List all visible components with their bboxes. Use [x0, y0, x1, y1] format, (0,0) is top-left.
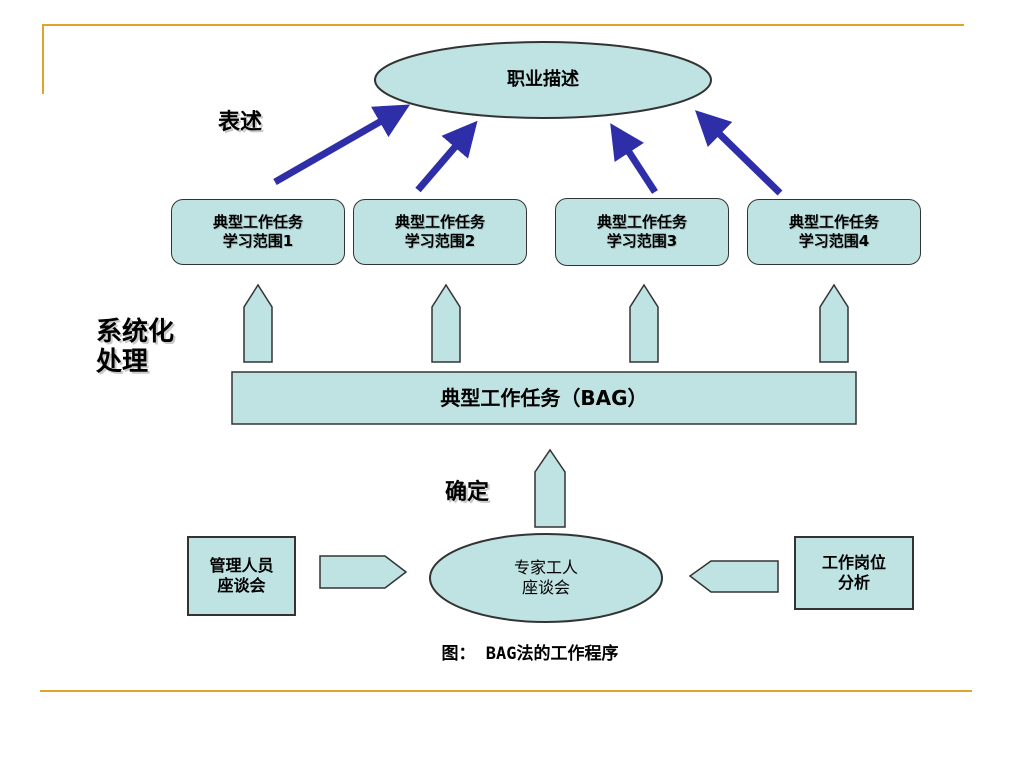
- systematize-label: 系统化 处理: [96, 317, 175, 377]
- left-pointing-arrow: [688, 560, 779, 593]
- up-arrow-2: [431, 283, 461, 363]
- figure-caption: 图： BAG法的工作程序: [441, 644, 619, 665]
- up-arrow-3: [629, 283, 659, 363]
- determine-label: 确定: [445, 480, 490, 505]
- right-pointing-arrow: [319, 555, 408, 589]
- up-arrow-1: [243, 283, 273, 363]
- express-arrow-1: [273, 104, 411, 186]
- express-arrow-2: [415, 120, 478, 193]
- task-scope-1: 典型工作任务 学习范围1: [171, 199, 345, 265]
- express-arrow-4: [694, 110, 783, 196]
- bottom-rule: [40, 690, 972, 692]
- experts-ellipse: [429, 533, 663, 623]
- job-description-title: 职业描述: [507, 68, 579, 90]
- task-scope-4: 典型工作任务 学习范围4: [747, 199, 921, 265]
- experts-label: 专家工人 座谈会: [513, 558, 578, 597]
- express-arrow-3: [610, 123, 658, 194]
- bag-bar-rect: [231, 371, 857, 425]
- job-analysis-box: 工作岗位 分析: [794, 536, 914, 610]
- management-box: 管理人员 座谈会: [187, 536, 296, 616]
- job-description-ellipse: [374, 41, 712, 119]
- left-rule: [42, 24, 44, 94]
- bag-bar-label: 典型工作任务（BAG）: [440, 385, 648, 410]
- task-scope-3: 典型工作任务 学习范围3: [555, 198, 729, 266]
- up-arrow-4: [819, 283, 849, 363]
- up-arrow-bag: [534, 448, 566, 528]
- top-rule: [42, 24, 964, 26]
- task-scope-2: 典型工作任务 学习范围2: [353, 199, 527, 265]
- express-label: 表述: [218, 110, 263, 135]
